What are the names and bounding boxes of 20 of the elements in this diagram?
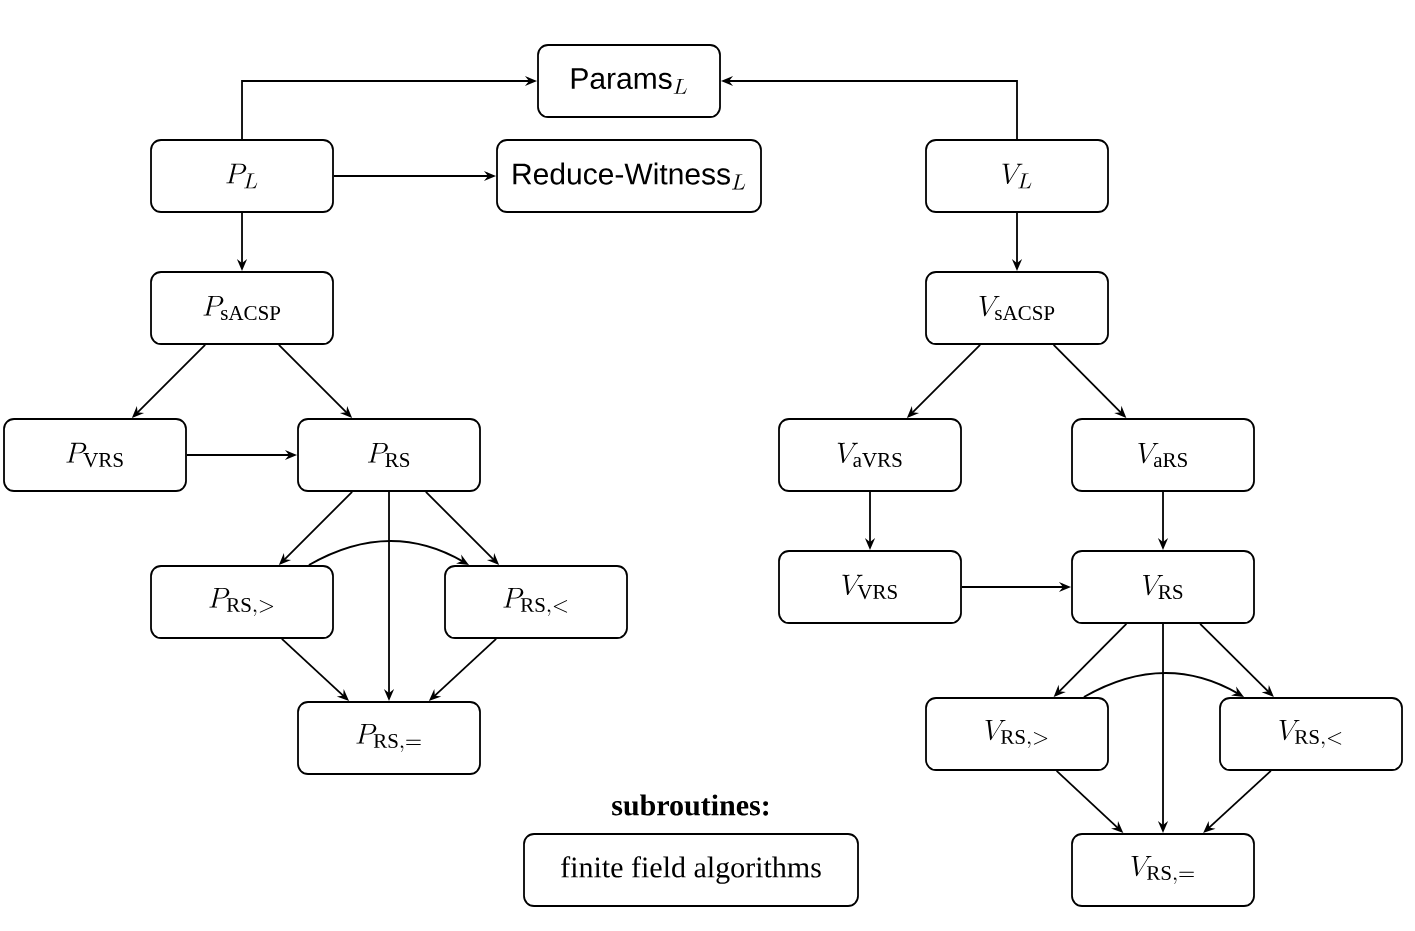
process-box: $P_{\mathrm{RS}}$ [297, 418, 481, 492]
process-box: $P_{\mathrm{RS},<}$ [444, 565, 628, 639]
subroutine-box: finite field algorithms [523, 833, 859, 907]
heading: subroutines: [612, 794, 769, 816]
process-box: $P_{\mathrm{RS},>}$ [150, 565, 334, 639]
process-box: $V_{\mathrm{aVRS}}$ [778, 418, 962, 492]
process-box: $\textsf{Reduce-Witness}_{L}$ [496, 139, 762, 213]
process-box: $\textsf{Params}_{L}$ [537, 44, 721, 118]
process-box: $V_{\mathrm{RS},<}$ [1219, 697, 1403, 771]
process-box: $V_{\mathrm{sACSP}}$ [925, 271, 1109, 345]
process-box: $V_{\mathrm{RS},=}$ [1071, 833, 1255, 907]
process-box: $V_{L}$ [925, 139, 1109, 213]
process-box: $V_{\mathrm{RS},>}$ [925, 697, 1109, 771]
process-box: $V_{\mathrm{RS}}$ [1071, 550, 1255, 624]
process-box: $V_{\mathrm{aRS}}$ [1071, 418, 1255, 492]
process-box: $P_{\mathrm{RS},=}$ [297, 701, 481, 775]
process-box: $P_{\mathrm{sACSP}}$ [150, 271, 334, 345]
process-box: $P_{L}$ [150, 139, 334, 213]
process-box: $V_{\mathrm{VRS}}$ [778, 550, 962, 624]
process-box: $P_{\mathrm{VRS}}$ [3, 418, 187, 492]
